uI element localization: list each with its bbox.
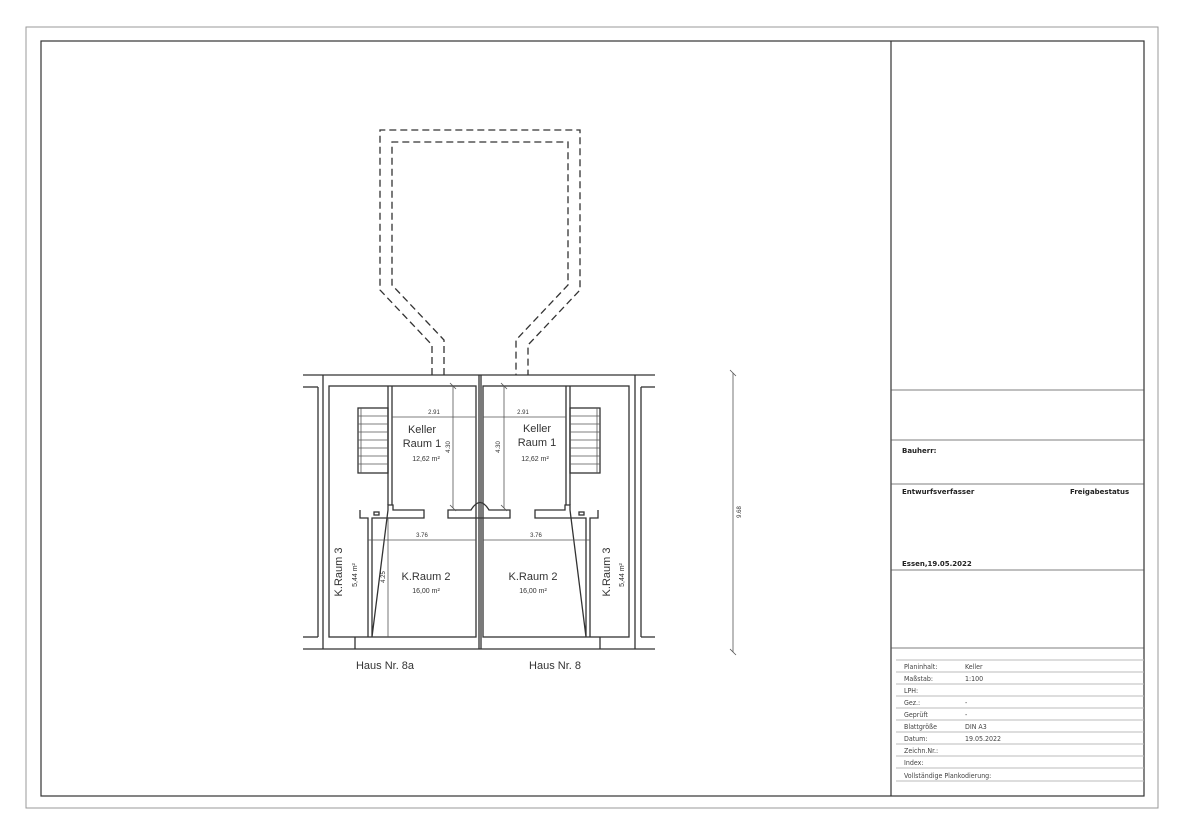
room-name: Raum 1 bbox=[403, 438, 442, 450]
row-label: Zeichn.Nr.: bbox=[904, 747, 938, 755]
row-value: - bbox=[965, 699, 967, 707]
room-name: Keller bbox=[408, 424, 436, 436]
room-name: K.Raum 2 bbox=[402, 571, 451, 583]
row-label: Datum: bbox=[904, 735, 927, 743]
room-area: 5,44 m² bbox=[619, 562, 626, 586]
row-value: - bbox=[965, 711, 967, 719]
room-area: 16,00 m² bbox=[412, 588, 440, 595]
row-label: Index: bbox=[904, 759, 923, 767]
entwurfsverfasser-label: Entwurfsverfasser bbox=[902, 488, 975, 496]
row-label: Planinhalt: bbox=[904, 663, 937, 671]
room-area: 12,62 m² bbox=[521, 456, 549, 463]
room-name: K.Raum 3 bbox=[333, 548, 345, 597]
dimension-label: 2.91 bbox=[517, 410, 529, 416]
dimension-label: 3.76 bbox=[530, 533, 542, 539]
title-block-lines bbox=[891, 389, 1144, 782]
overall-dimension-label: 9.68 bbox=[737, 506, 743, 518]
freigabestatus-label: Freigabestatus bbox=[1070, 488, 1129, 496]
dimension-label: 3.76 bbox=[416, 533, 428, 539]
row-value: DIN A3 bbox=[965, 723, 987, 731]
floor-plan-walls bbox=[303, 374, 655, 650]
row-label: Blattgröße bbox=[904, 723, 937, 731]
row-value: 19.05.2022 bbox=[965, 735, 1001, 743]
room-name: Raum 1 bbox=[518, 437, 557, 449]
title-block-table: Planinhalt: Keller Maßstab: 1:100 LPH: G… bbox=[904, 663, 1001, 780]
ort-datum: Essen,19.05.2022 bbox=[902, 560, 972, 568]
outer-frame bbox=[25, 26, 1159, 809]
room-area: 5,44 m² bbox=[352, 562, 359, 586]
dashed-outline bbox=[379, 129, 581, 375]
house-label: Haus Nr. 8a bbox=[356, 660, 415, 672]
row-label: Gez.: bbox=[904, 699, 920, 707]
dimension-label: 2.91 bbox=[428, 410, 440, 416]
dimension-label: 4.30 bbox=[446, 441, 452, 453]
row-label: Maßstab: bbox=[904, 675, 933, 683]
dimension-label: 4.30 bbox=[496, 441, 502, 453]
dimension-lines bbox=[368, 369, 737, 656]
row-value: 1:100 bbox=[965, 675, 983, 683]
room-area: 12,62 m² bbox=[412, 456, 440, 463]
row-value: Keller bbox=[965, 663, 983, 671]
row-label: Geprüft bbox=[904, 711, 928, 719]
room-name: K.Raum 3 bbox=[601, 548, 613, 597]
row-label: Vollständige Plankodierung: bbox=[904, 772, 991, 780]
room-name: Keller bbox=[523, 423, 551, 435]
house-label: Haus Nr. 8 bbox=[529, 660, 581, 672]
dimension-label: 4.25 bbox=[381, 571, 387, 583]
bauherr-label: Bauherr: bbox=[902, 447, 937, 455]
inner-frame bbox=[40, 40, 1145, 797]
row-label: LPH: bbox=[904, 687, 918, 695]
room-area: 16,00 m² bbox=[519, 588, 547, 595]
room-name: K.Raum 2 bbox=[509, 571, 558, 583]
